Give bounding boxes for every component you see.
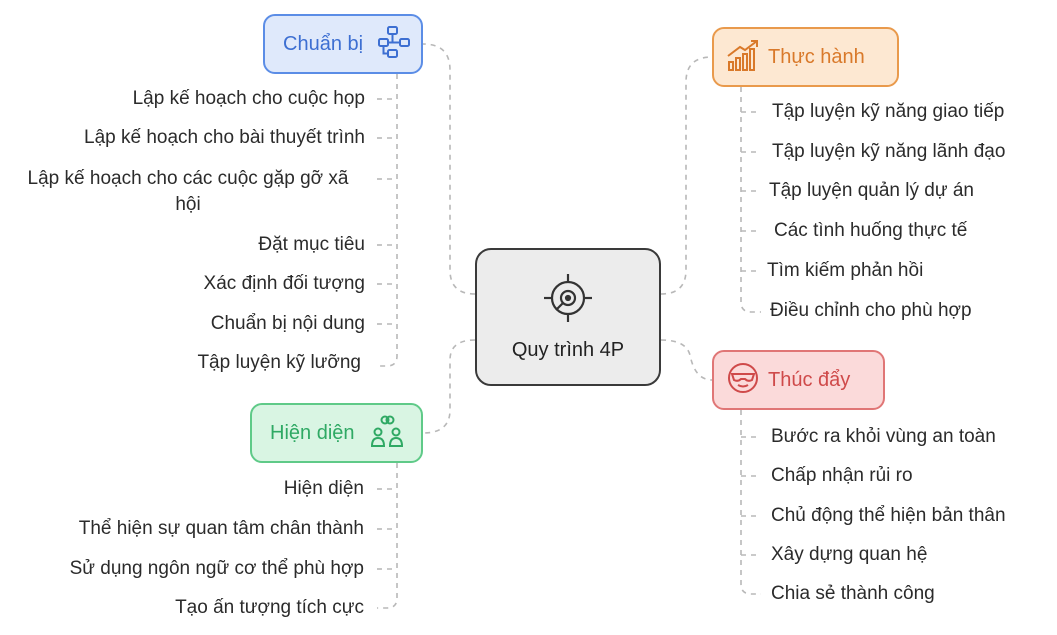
list-item: Tập luyện kỹ lưỡng [197,352,361,373]
list-item: Chia sẻ thành công [771,583,935,604]
list-item: Tập luyện kỹ năng lãnh đạo [772,141,1006,162]
branch-thuc-day[interactable]: Thúc đẩy [712,350,885,410]
list-item: Xây dựng quan hệ [771,544,928,565]
list-item: Chuẩn bị nội dung [210,313,365,334]
branch-title: Hiện diện [270,421,355,444]
list-item: Đặt mục tiêu [258,234,365,255]
center-label: Quy trình 4P [511,339,625,361]
list-item: Lập kế hoạch cho bài thuyết trình [84,127,365,148]
list-item: Chấp nhận rủi ro [771,465,913,486]
list-item: Tạo ấn tượng tích cực [175,597,364,618]
list-item: Hiện diện [283,478,364,499]
list-item: Thể hiện sự quan tâm chân thành [78,518,364,539]
branch-title: Chuẩn bị [283,32,364,55]
list-item: Tập luyện quản lý dự án [769,180,974,201]
center-node[interactable]: Quy trình 4P [475,248,661,386]
people-connect-icon [369,413,405,454]
list-item: Lập kế hoạch cho cuộc họp [132,88,365,109]
target-gear-icon [542,272,594,329]
list-item: Xác định đối tượng [203,273,365,294]
list-item: Sử dụng ngôn ngữ cơ thể phù hợp [69,558,364,579]
growth-chart-icon [726,38,760,77]
list-item: Điều chỉnh cho phù hợp [770,300,972,321]
branch-title: Thúc đẩy [768,368,851,391]
list-item: Lập kế hoạch cho các cuộc gặp gỡ xã hội [27,168,349,215]
flowchart-icon [377,25,411,64]
list-item: Tập luyện kỹ năng giao tiếp [772,101,1005,122]
list-item: Bước ra khỏi vùng an toàn [771,426,996,447]
list-item: Tìm kiếm phản hồi [767,260,924,281]
branch-hien-dien[interactable]: Hiện diện [250,403,423,463]
branch-thuc-hanh[interactable]: Thực hành [712,27,899,87]
branch-title: Thực hành [768,45,865,68]
list-item: Các tình huống thực tế [774,220,968,241]
cool-face-icon [726,361,760,400]
list-item: Chủ động thể hiện bản thân [771,505,1006,526]
branch-chuan-bi[interactable]: Chuẩn bị [263,14,423,74]
